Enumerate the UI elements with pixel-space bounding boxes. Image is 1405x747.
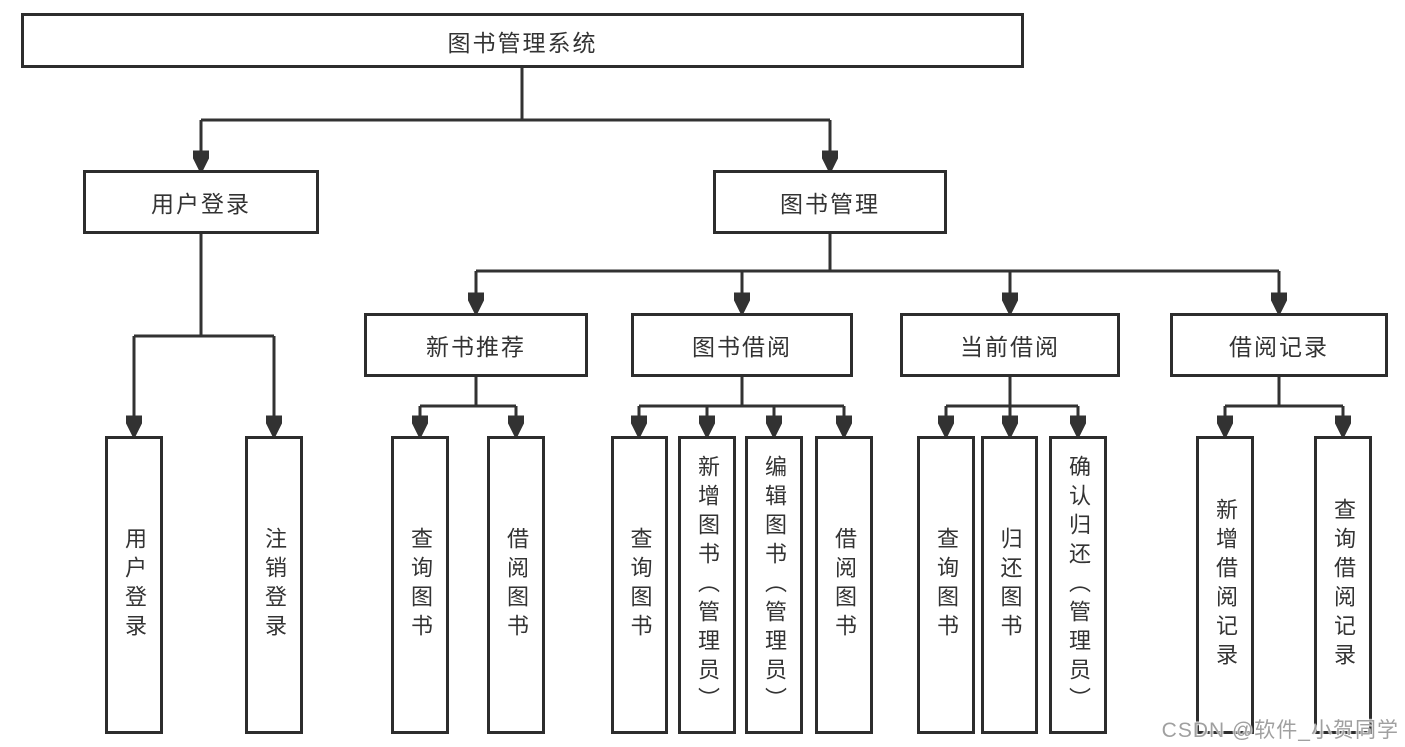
connector-new-book-recommendation-branch (420, 377, 516, 434)
leaf-query-books-current-label: 查询图书 (934, 527, 959, 643)
leaf-edit-books-admin-label: 编辑图书（管理员） (762, 454, 787, 716)
node-user-login: 用户登录 (83, 170, 319, 234)
leaf-user-login: 用户登录 (105, 436, 163, 734)
leaf-query-borrow-record: 查询借阅记录 (1314, 436, 1372, 734)
node-book-management: 图书管理 (713, 170, 947, 234)
leaf-add-borrow-record: 新增借阅记录 (1196, 436, 1254, 734)
node-library-management-system-label: 图书管理系统 (447, 29, 598, 56)
node-book-borrowing: 图书借阅 (631, 313, 853, 377)
node-borrowing-records: 借阅记录 (1170, 313, 1388, 377)
leaf-return-books-label: 归还图书 (997, 527, 1023, 643)
node-borrowing-records-label: 借阅记录 (1229, 334, 1329, 360)
connector-user-login-branch (134, 234, 274, 434)
leaf-borrow-books-borrowing-label: 借阅图书 (832, 527, 857, 643)
leaf-query-books-recommend: 查询图书 (391, 436, 449, 734)
leaf-query-books-current: 查询图书 (917, 436, 975, 734)
connector-root-to-level2 (201, 68, 830, 169)
leaf-query-books-borrowing: 查询图书 (611, 436, 668, 734)
connector-book-borrowing-branch (639, 377, 844, 434)
leaf-borrow-books-recommend-label: 借阅图书 (504, 527, 529, 643)
leaf-confirm-return-admin-label: 确认归还（管理员） (1066, 454, 1091, 716)
leaf-query-books-recommend-label: 查询图书 (408, 527, 433, 643)
node-current-borrowing: 当前借阅 (900, 313, 1120, 377)
connector-borrowing-records-branch (1225, 377, 1343, 434)
leaf-query-books-borrowing-label: 查询图书 (627, 527, 653, 643)
node-book-borrowing-label: 图书借阅 (692, 334, 792, 360)
leaf-edit-books-admin: 编辑图书（管理员） (745, 436, 803, 734)
node-book-management-label: 图书管理 (780, 191, 880, 217)
leaf-add-books-admin-label: 新增图书（管理员） (695, 454, 720, 716)
leaf-logout: 注销登录 (245, 436, 303, 734)
node-library-management-system: 图书管理系统 (21, 13, 1024, 68)
node-current-borrowing-label: 当前借阅 (960, 334, 1060, 360)
connector-current-borrowing-branch (946, 377, 1078, 434)
leaf-return-books: 归还图书 (981, 436, 1038, 734)
node-new-book-recommendation-label: 新书推荐 (426, 334, 526, 360)
connector-book-management-branch (476, 234, 1279, 311)
leaf-confirm-return-admin: 确认归还（管理员） (1049, 436, 1107, 734)
leaf-borrow-books-borrowing: 借阅图书 (815, 436, 873, 734)
leaf-add-borrow-record-label: 新增借阅记录 (1213, 498, 1238, 672)
leaf-query-borrow-record-label: 查询借阅记录 (1331, 498, 1356, 672)
leaf-user-login-label: 用户登录 (122, 527, 147, 643)
leaf-logout-label: 注销登录 (262, 527, 287, 643)
leaf-add-books-admin: 新增图书（管理员） (678, 436, 736, 734)
node-new-book-recommendation: 新书推荐 (364, 313, 588, 377)
leaf-borrow-books-recommend: 借阅图书 (487, 436, 545, 734)
node-user-login-label: 用户登录 (151, 191, 251, 217)
csdn-watermark: CSDN @软件_小贺同学 (1161, 719, 1399, 742)
